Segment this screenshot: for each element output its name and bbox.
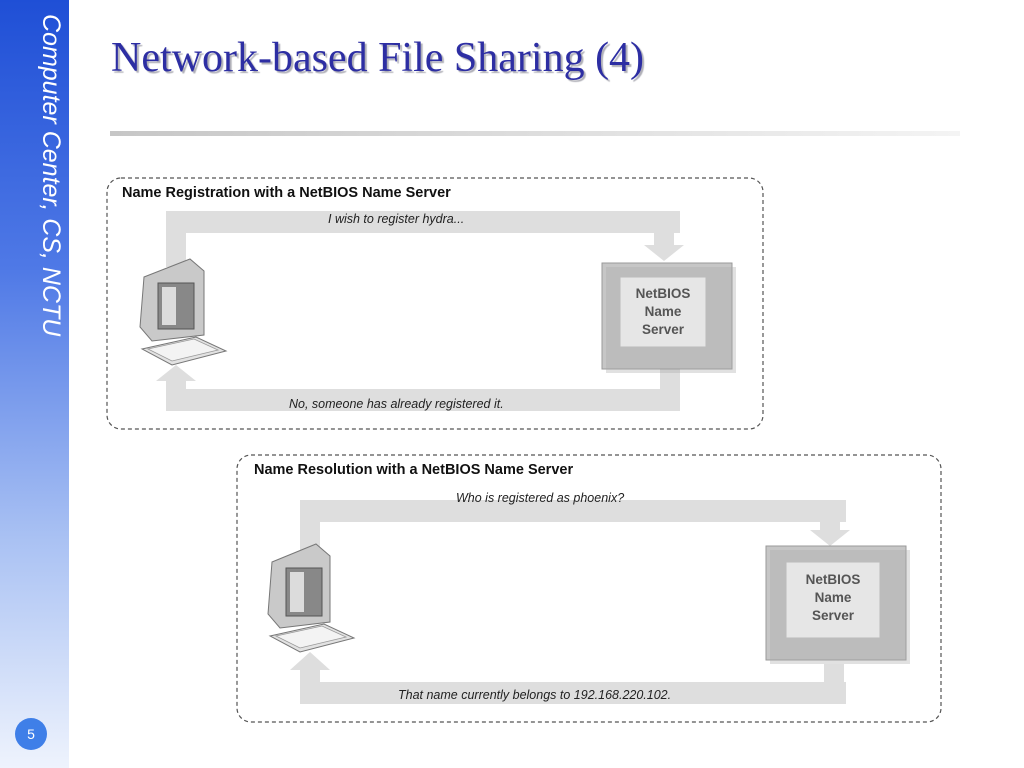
server-label-line: Name xyxy=(644,304,682,319)
server-label-line: Server xyxy=(641,322,685,337)
server-label-line: NetBIOS xyxy=(805,572,861,587)
dashed-frame xyxy=(236,454,942,723)
request-label: Who is registered as phoenix? xyxy=(456,491,625,505)
registration-diagram: Name Registration with a NetBIOS Name Se… xyxy=(106,177,766,433)
response-label: No, someone has already registered it. xyxy=(289,397,504,411)
diagram-heading: Name Resolution with a NetBIOS Name Serv… xyxy=(254,462,574,478)
resolution-diagram: Name Resolution with a NetBIOS Name Serv… xyxy=(236,454,944,726)
client-computer-icon xyxy=(267,543,356,653)
diagram-heading: Name Registration with a NetBIOS Name Se… xyxy=(122,185,451,201)
title-divider xyxy=(110,131,960,136)
sidebar-label: Computer Center, CS, NCTU xyxy=(37,14,65,337)
name-server-icon xyxy=(601,262,736,373)
server-label: NetBIOS Name Server xyxy=(790,571,876,625)
slide-title: Network-based File Sharing (4) xyxy=(111,35,645,81)
server-label: NetBIOS Name Server xyxy=(620,285,706,339)
server-label-line: NetBIOS xyxy=(635,286,691,301)
sidebar: Computer Center, CS, NCTU 5 xyxy=(0,0,69,768)
request-arrow xyxy=(166,211,684,267)
request-arrow xyxy=(300,500,850,552)
resolution-diagram-graphic xyxy=(236,454,942,723)
page-number-badge: 5 xyxy=(15,718,47,750)
server-label-line: Server xyxy=(811,608,855,623)
response-arrow xyxy=(290,652,846,704)
request-label: I wish to register hydra... xyxy=(328,212,465,226)
server-label-line: Name xyxy=(814,590,852,605)
response-arrow xyxy=(156,365,680,411)
name-server-icon xyxy=(765,545,910,664)
response-label: That name currently belongs to 192.168.2… xyxy=(398,688,672,702)
client-computer-icon xyxy=(139,258,228,366)
registration-diagram-graphic xyxy=(106,177,764,430)
